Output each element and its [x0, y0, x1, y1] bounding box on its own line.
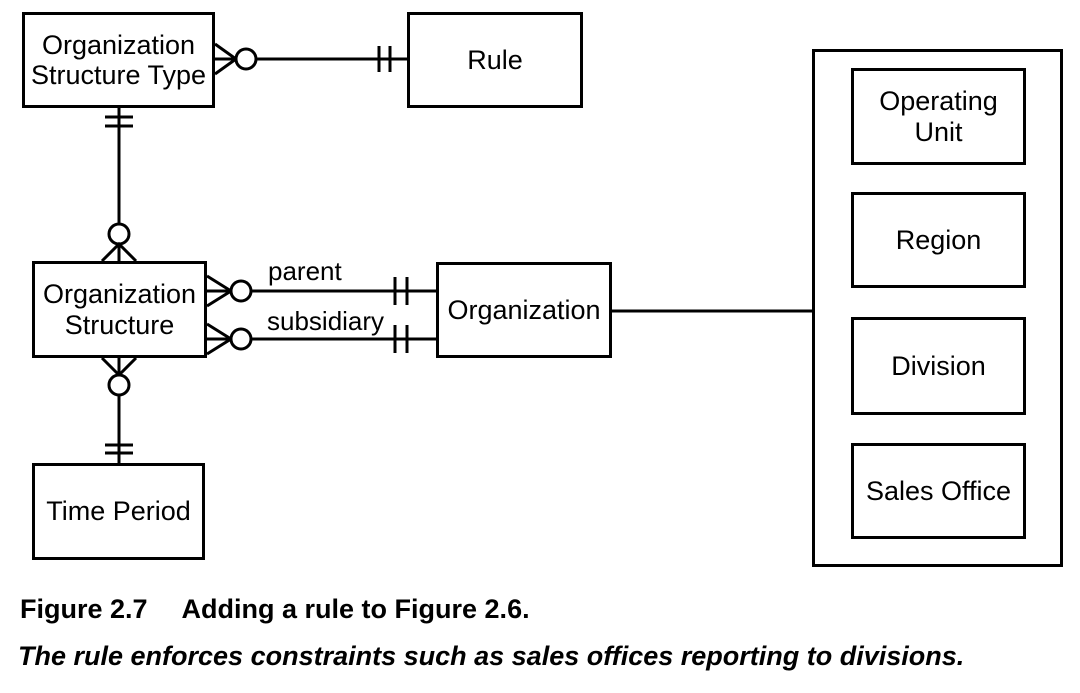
entity-label-line: Operating — [879, 86, 998, 117]
relationship-label-subsidiary: subsidiary — [267, 306, 385, 336]
relationship-structure-type-rule — [214, 42, 407, 76]
entity-sales-office: Sales Office — [851, 443, 1026, 539]
entity-division: Division — [851, 317, 1026, 415]
entity-label: Organization — [447, 294, 601, 325]
entity-label-line: Structure Type — [30, 60, 207, 90]
entity-organization-structure-type: Organization Structure Type — [22, 12, 215, 108]
entity-organization-structure: Organization Structure — [32, 261, 207, 358]
entity-label: Time Period — [46, 496, 191, 527]
zero-circle-icon — [234, 47, 258, 71]
relationship-label-parent: parent — [268, 256, 342, 286]
entity-label-line: Unit — [914, 116, 963, 147]
relationship-parent — [206, 274, 436, 308]
relationship-structure-type-structure — [100, 108, 138, 263]
entity-label-line: Organization — [41, 29, 196, 60]
entity-region: Region — [851, 192, 1026, 288]
entity-label: Sales Office — [865, 475, 1012, 506]
entity-operating-unit: Operating Unit — [851, 68, 1026, 165]
figure-subcaption: The rule enforces constraints such as sa… — [18, 641, 965, 671]
entity-label: Division — [891, 350, 986, 381]
figure-number: Figure 2.7 — [20, 594, 148, 624]
relationship-subsidiary — [206, 322, 436, 356]
entity-label-line: Organization — [42, 279, 197, 310]
zero-circle-icon — [229, 279, 253, 303]
entity-label: Rule — [467, 44, 523, 75]
entity-organization: Organization — [436, 262, 612, 358]
zero-circle-icon — [107, 222, 131, 246]
figure-title: Adding a rule to Figure 2.6. — [181, 594, 530, 624]
entity-label-line: Structure — [64, 309, 175, 340]
entity-rule: Rule — [407, 12, 583, 108]
figure-caption: Figure 2.7 Adding a rule to Figure 2.6. — [20, 594, 530, 625]
relationship-structure-time-period — [100, 356, 138, 463]
zero-circle-icon — [107, 373, 131, 397]
entity-time-period: Time Period — [32, 463, 205, 560]
entity-label: Region — [895, 224, 982, 255]
zero-circle-icon — [229, 327, 253, 351]
